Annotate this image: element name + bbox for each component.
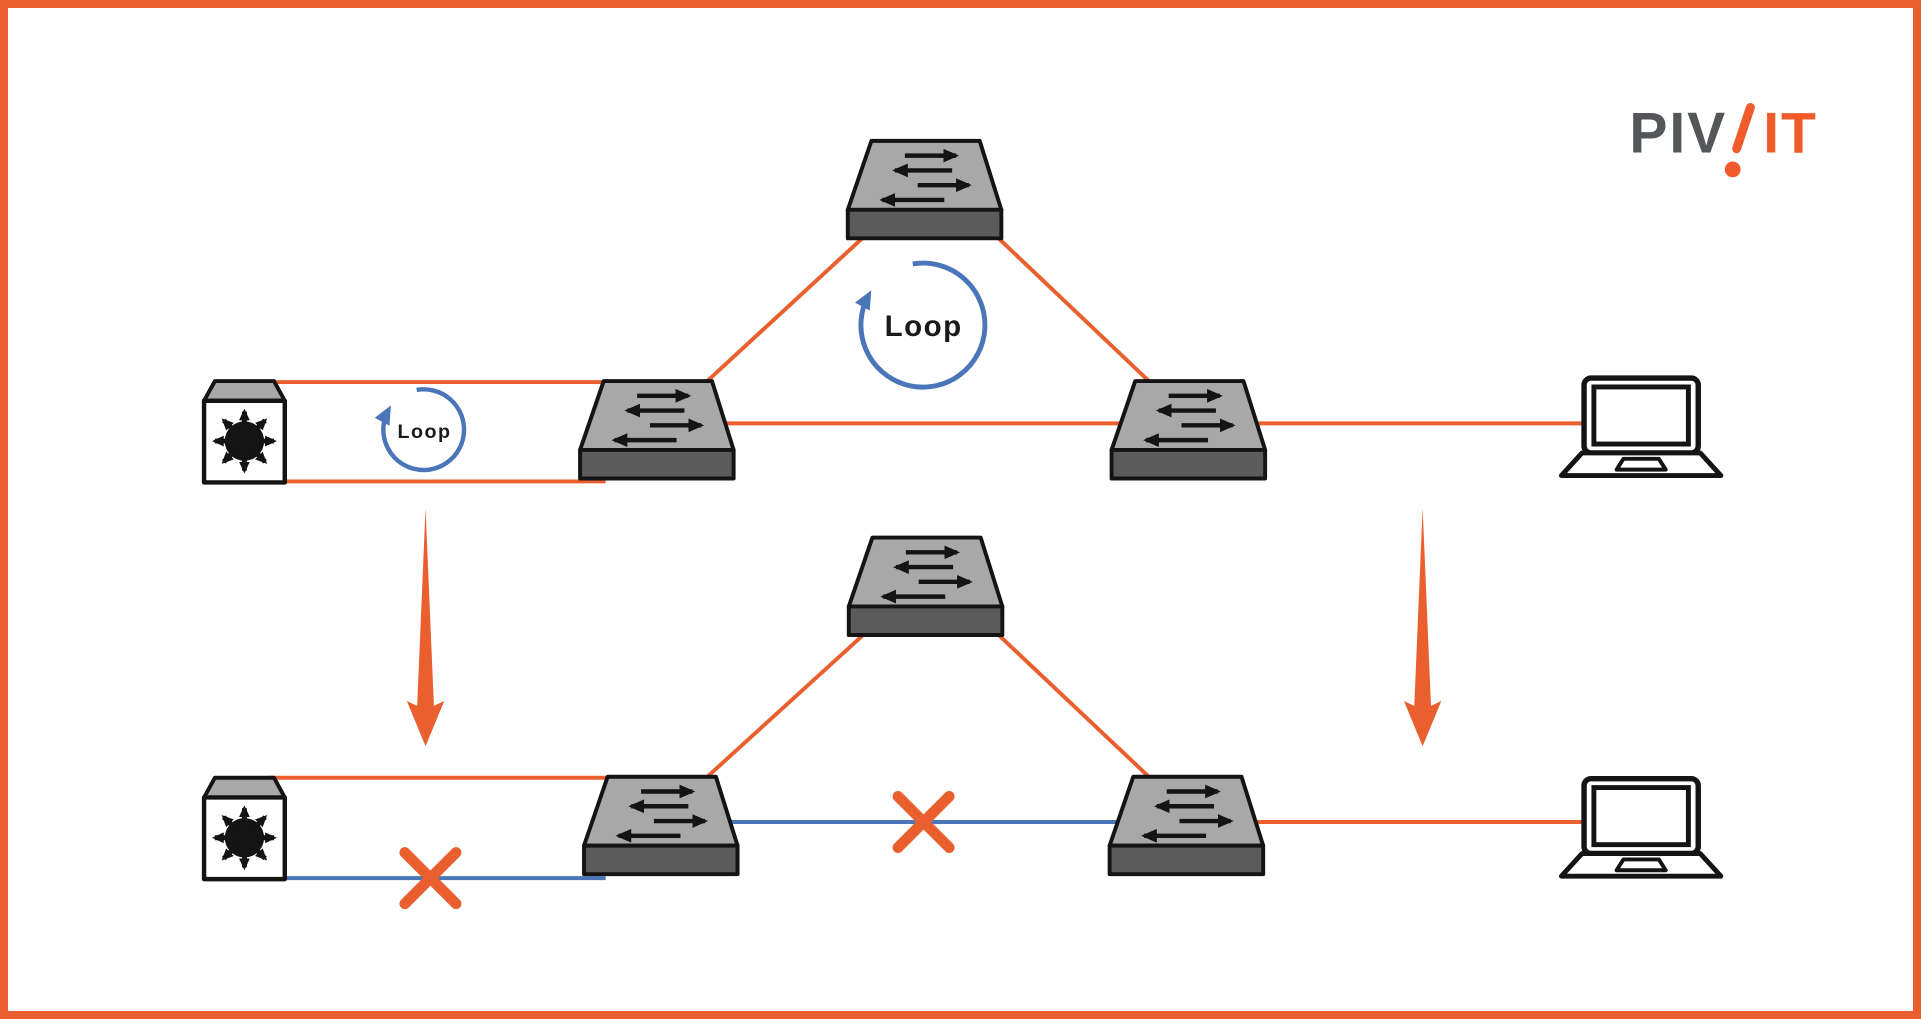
transition-down-arrow-right-icon: [1403, 508, 1442, 747]
loop-arrow-icon: [374, 387, 467, 473]
switch-icon-top-right: [1112, 381, 1266, 478]
switch-icon-bottom-right: [1110, 777, 1264, 874]
switch-icon-bottom-center: [849, 538, 1003, 635]
laptop-icon-bottom: [1561, 779, 1720, 876]
loop-arrow-icon: [855, 260, 988, 390]
loop-indicator-large: Loop: [855, 260, 988, 390]
logo-text-orange: IT: [1763, 102, 1818, 166]
link-switchtop-switchleft: [702, 629, 869, 782]
link-switchtop-switchleft: [702, 232, 868, 386]
switch-icon-top-center: [848, 141, 1002, 238]
link-switchtop-switchright: [993, 232, 1154, 386]
top-topology-links: [269, 232, 1590, 484]
link-switchtop-switchright: [993, 629, 1154, 782]
multilayer-switch-icon-bottom: [204, 778, 285, 879]
transition-down-arrow-left-icon: [406, 508, 445, 747]
bottom-topology-links: [269, 629, 1590, 881]
logo-exclamation-dot-icon: [1724, 161, 1741, 178]
loop-indicator-small: Loop: [374, 387, 467, 473]
logo-text-gray: PIV: [1629, 102, 1727, 166]
switch-icon-bottom-left: [584, 777, 738, 874]
laptop-icon-top: [1561, 378, 1720, 475]
switch-icon-top-left: [580, 381, 734, 478]
pivit-logo: PIV IT: [1629, 102, 1818, 178]
multilayer-switch-icon-top: [204, 381, 285, 482]
loop-label: Loop: [398, 421, 452, 443]
logo-exclamation-slash-icon: [1732, 102, 1755, 154]
diagram-svg: Loop Loop PIV IT: [8, 102, 1818, 1011]
loop-label: Loop: [885, 310, 963, 343]
